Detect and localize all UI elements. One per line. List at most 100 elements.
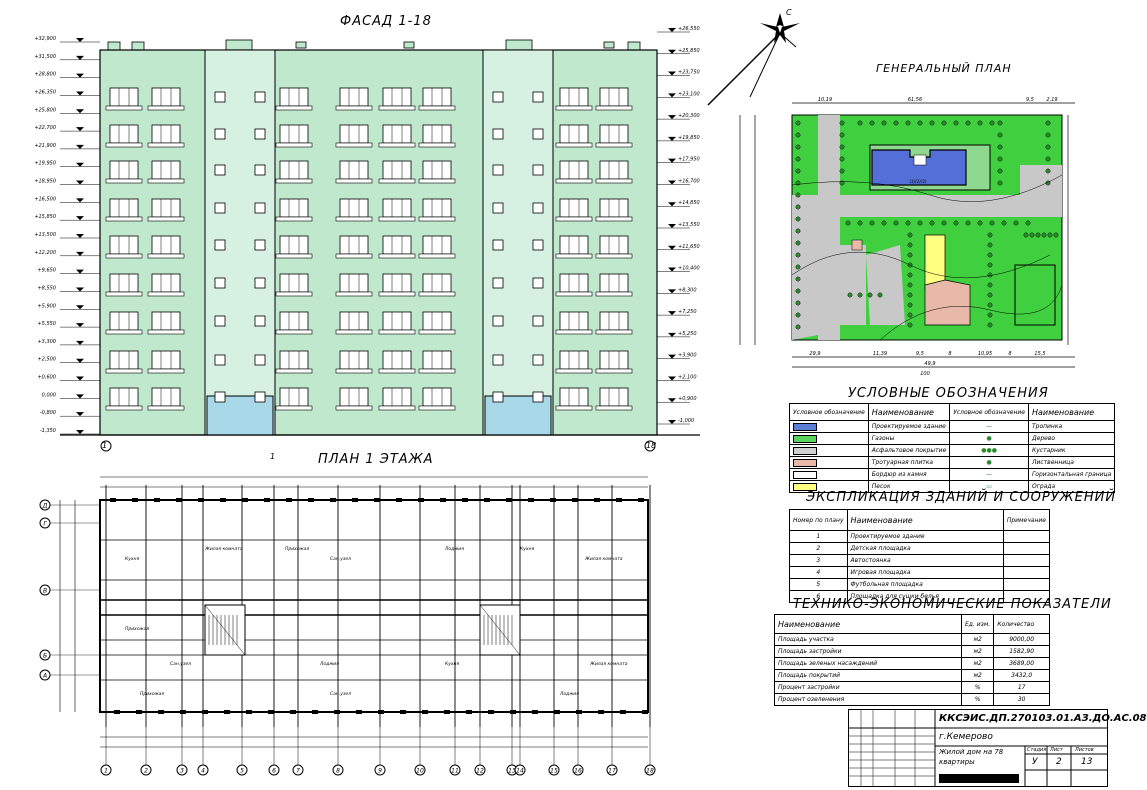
plan-axis-label: 18 [646,768,654,775]
tree-icon [795,264,801,270]
tree-icon [1047,232,1053,238]
tree-icon [795,216,801,222]
legend-symbol-icon: ● [949,456,1029,469]
tree-icon [977,120,983,126]
tree-icon [989,220,995,226]
facade-level-mark: +26,550 [678,26,700,32]
plan-axis-label: 12 [476,768,484,775]
tep-name: Процент озеленения [774,693,962,706]
plan-axis-label: 14 [516,768,524,775]
facade-level-mark: -0,800 [40,410,56,416]
facade-level-mark: +23,100 [678,91,700,97]
plan-axis-label: 6 [272,768,276,775]
tep-unit: % [960,681,995,694]
facade-level-mark: +25,800 [34,107,56,113]
north-arrow-icon [707,13,800,106]
tep-unit: м2 [960,645,995,658]
site-dim-label: 11,39 [873,351,887,357]
explication-name: Игровая площадка [846,566,1004,579]
tree-icon [917,220,923,226]
explication-name: Проектируемое здание [846,530,1004,543]
legend-swatch [789,456,869,469]
tep-value: 30 [993,693,1050,706]
plan-axis-label: А [42,673,47,680]
sheet-header: Лист [1050,747,1063,753]
legend-symbol-icon: ● [949,432,1029,445]
tree-icon [1045,168,1051,174]
drawing-sheet: ФАСАД 1-18 +32,900+31,500+28,800+26,350+… [34,8,1147,787]
tep-unit: % [960,693,995,706]
tree-icon [893,220,899,226]
facade-level-mark: +3,900 [678,353,697,359]
plan-axis-label: 9 [378,768,382,775]
facade-level-mark: +16,700 [678,178,700,184]
facade-level-mark: 0,000 [42,392,56,398]
tree-icon [877,292,883,298]
tree-icon [795,324,801,330]
object-line-2: квартиры [939,758,975,766]
room-label: Прихожая [285,546,309,552]
facade-level-mark: +15,850 [34,214,56,220]
sheet-value: 2 [1056,757,1062,767]
plan-axis-label: Д [42,503,48,510]
room-label: Лоджия [319,661,339,667]
explication-header: Наименование [846,509,1004,531]
tree-icon [881,120,887,126]
room-label: Жилая комната [589,661,628,667]
tree-icon [907,272,913,278]
explication-name: Площадка для сушки белья [846,590,1004,603]
tree-icon [869,120,875,126]
site-dim-label: 8 [1008,351,1011,357]
tree-icon [867,292,873,298]
tree-icon [905,220,911,226]
legend-title: УСЛОВНЫЕ ОБОЗНАЧЕНИЯ [848,386,1049,401]
tree-icon [997,156,1003,162]
tep-name: Процент застройки [774,681,962,694]
tree-icon [1053,232,1059,238]
tree-icon [907,242,913,248]
tree-icon [907,322,913,328]
explication-note [1002,530,1051,543]
facade-level-mark: +25,850 [678,48,700,54]
tree-icon [965,220,971,226]
tree-icon [941,120,947,126]
facade-title: ФАСАД 1-18 [340,14,432,29]
plan-axis-label: 10 [416,768,424,775]
tree-icon [795,228,801,234]
tree-icon [987,252,993,258]
tree-icon [997,168,1003,174]
tree-icon [907,312,913,318]
facade-level-mark: +10,400 [678,266,700,272]
plan-axis-label: 4 [201,768,205,775]
legend-header: Условное обозначение [949,403,1029,421]
facade-level-mark: +17,950 [678,157,700,163]
tree-icon [1013,220,1019,226]
legend-table: Условное обозначение Наименование Условн… [789,403,1116,493]
tree-icon [795,252,801,258]
facade-level-mark: +9,650 [37,268,56,274]
facade-level-mark: +12,200 [34,250,56,256]
tree-icon [1023,232,1029,238]
tree-icon [795,276,801,282]
tep-header: Ед. изм. [960,614,995,634]
tree-icon [795,168,801,174]
plan-axis-label: 2 [144,768,148,775]
tree-icon [907,282,913,288]
tree-icon [907,232,913,238]
room-label: Лоджия [559,691,579,697]
room-label: Сан.узел [330,556,351,562]
facade-level-mark: +21,900 [34,143,56,149]
tree-icon [795,288,801,294]
tree-icon [1045,156,1051,162]
explication-number: 5 [789,578,848,591]
room-label: Прихожая [140,691,164,697]
facade-level-mark: +0,600 [37,375,56,381]
legend-item-name: Проектируемое здание [867,420,951,433]
tree-icon [795,192,801,198]
legend-header: Условное обозначение [789,403,869,421]
room-label: Кухня [520,546,534,552]
facade-level-mark: -1,000 [678,418,694,424]
legend-item-name: Ограда [1027,480,1116,493]
city-label: г.Кемерово [939,732,993,742]
explication-name: Футбольная площадка [846,578,1004,591]
